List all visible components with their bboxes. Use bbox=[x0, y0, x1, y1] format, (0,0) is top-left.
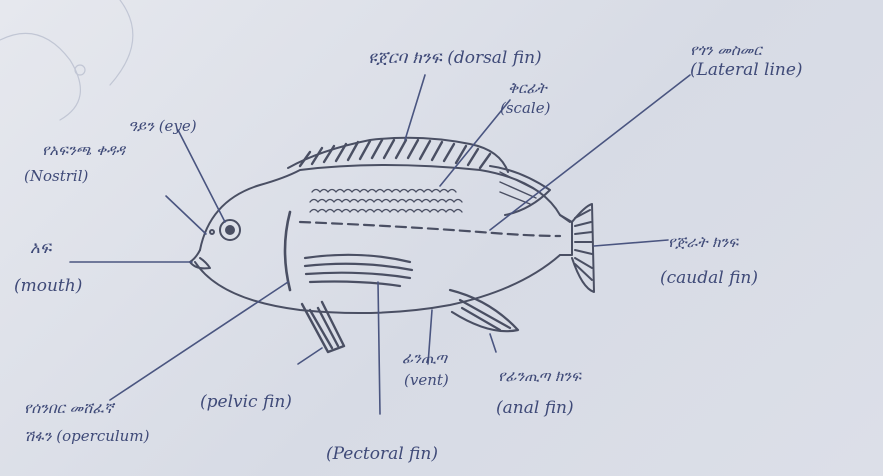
caudal-fin-leader bbox=[594, 240, 668, 246]
fish-nostril bbox=[210, 230, 214, 234]
pectoral-fin-label: (Pectoral fin) bbox=[326, 444, 438, 464]
caudal-fin-label-amharic: የጅራት ክንፍ bbox=[668, 232, 738, 252]
pectoral-fin bbox=[305, 255, 412, 286]
scale-label-english: (scale) bbox=[500, 98, 550, 118]
scales-pattern bbox=[310, 190, 462, 213]
vent-label-amharic: ፊንጢጣ bbox=[402, 348, 447, 368]
dorsal-fin-label: ዩጀርባ ክንፍ (dorsal fin) bbox=[368, 48, 542, 68]
nostril-label-english: (Nostril) bbox=[24, 166, 88, 186]
pelvic-fin-label: (pelvic fin) bbox=[200, 392, 292, 412]
mouth-label-amharic: አፍ bbox=[30, 238, 51, 258]
operculum-label-amharic: የሰንበር መሸፈኛ bbox=[24, 398, 113, 418]
caudal-peduncle bbox=[560, 215, 572, 255]
scale-label-amharic: ቅርፊት bbox=[508, 78, 547, 98]
anal-fin-leader bbox=[490, 334, 496, 352]
lateral-line-label-english: (Lateral line) bbox=[690, 60, 803, 80]
caudal-fin-label-english: (caudal fin) bbox=[660, 268, 758, 288]
lateral-line-label-amharic: የጎን መስመር bbox=[690, 40, 762, 60]
pelvic-fin-leader bbox=[298, 348, 322, 364]
mouth-label-english: (mouth) bbox=[14, 276, 82, 296]
pectoral-fin-leader bbox=[378, 282, 380, 414]
eye-leader bbox=[178, 130, 225, 222]
fish-body-outline bbox=[200, 165, 570, 250]
background-sketch bbox=[0, 0, 133, 120]
operculum-leader bbox=[110, 282, 288, 400]
vent-label-english: (vent) bbox=[404, 370, 449, 390]
anal-fin-label-english: (anal fin) bbox=[496, 398, 574, 418]
eye-label: ዓይን (eye) bbox=[128, 116, 197, 136]
anal-fin-label-amharic: የፊንጢጣ ክንፍ bbox=[498, 366, 581, 386]
mouth-outline bbox=[190, 250, 210, 268]
nostril-leader bbox=[166, 196, 206, 234]
caudal-fin bbox=[572, 204, 594, 292]
nostril-label-amharic: የአፍንጫ ቀዳዳ bbox=[42, 140, 125, 160]
dorsal-fin-rays bbox=[300, 140, 490, 168]
dorsal-fin-leader bbox=[405, 75, 425, 140]
pelvic-fin bbox=[302, 302, 344, 352]
lateral-line bbox=[300, 222, 560, 236]
operculum-label-english: ሽፋን (operculum) bbox=[24, 426, 149, 446]
operculum-line bbox=[285, 212, 290, 290]
